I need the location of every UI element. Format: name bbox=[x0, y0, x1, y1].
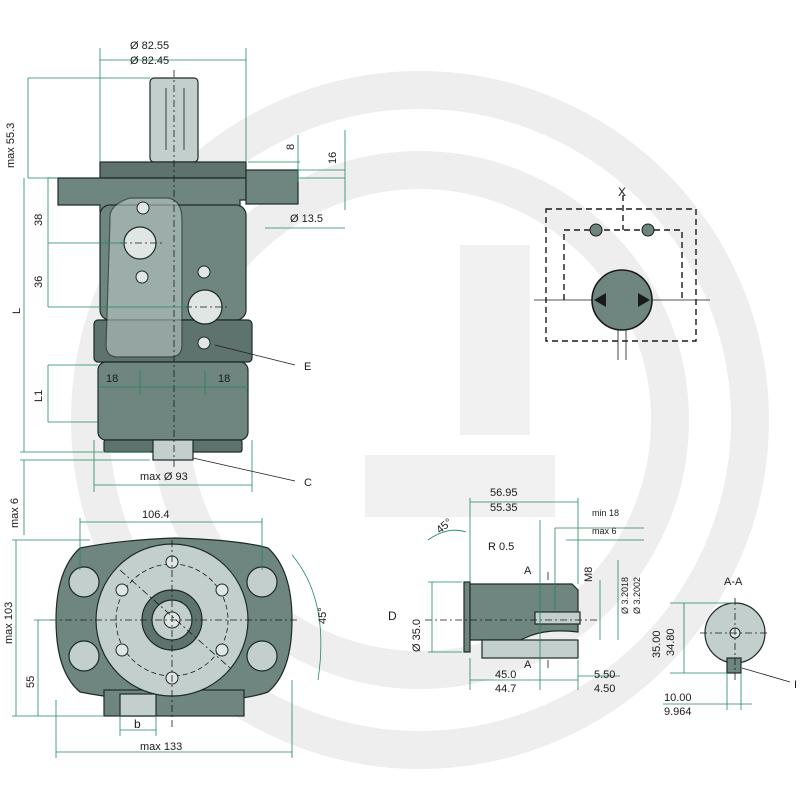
dim-55-label: 55 bbox=[25, 676, 37, 688]
dim-8-label: 8 bbox=[285, 144, 297, 150]
dim-18-right-label: 18 bbox=[218, 373, 230, 385]
bottom-view: 106.4 max 103 55 45° b max 133 bbox=[3, 509, 329, 758]
label-D: D bbox=[388, 609, 397, 623]
flange-hole-label: Ø 13.5 bbox=[290, 213, 323, 225]
shaft-angle-label: 45° bbox=[434, 516, 454, 536]
check-valve-left-icon bbox=[589, 223, 603, 237]
label-b: b bbox=[134, 717, 141, 731]
dim-16-label: 16 bbox=[327, 152, 339, 164]
section-A-top-label: A bbox=[524, 565, 532, 577]
label-I: I bbox=[794, 679, 797, 691]
section-title: A-A bbox=[724, 576, 743, 588]
hydraulic-symbol: X bbox=[534, 185, 710, 360]
shaft-detail-view: 56.95 55.35 45° R 0.5 D Ø 35.0 A A M8 mi… bbox=[388, 487, 644, 695]
len-5-50-label: 5.50 bbox=[594, 669, 615, 681]
width-106-label: 106.4 bbox=[142, 509, 170, 521]
max-103-label: max 103 bbox=[3, 602, 15, 644]
min-18-label: min 18 bbox=[592, 508, 619, 518]
len-4-50-label: 4.50 bbox=[594, 683, 615, 695]
shaft-len-upper-label: 56.95 bbox=[490, 487, 518, 499]
max-6-shaft-label: max 6 bbox=[592, 526, 617, 536]
port-X-label: X bbox=[618, 185, 626, 199]
dim-L1-label: L1 bbox=[33, 390, 45, 402]
section-35-00-label: 35.00 bbox=[651, 630, 663, 658]
max-6-label: max 6 bbox=[9, 498, 21, 528]
dia-lower-label: Ø 82.45 bbox=[130, 55, 169, 67]
watermark-logo bbox=[71, 71, 769, 769]
thread-M8-label: M8 bbox=[583, 567, 595, 582]
label-C: C bbox=[304, 477, 312, 489]
key-10-00-label: 10.00 bbox=[664, 692, 692, 704]
max-shaft-label: max 55.3 bbox=[5, 123, 17, 168]
key-9-964-label: 9.964 bbox=[664, 706, 692, 718]
front-view: Ø 82.55 Ø 82.45 max 55.3 8 16 Ø 13.5 38 … bbox=[5, 40, 346, 535]
dim-L-label: L bbox=[11, 308, 23, 314]
hydraulic-motor-icon bbox=[591, 269, 653, 331]
section-34-80-label: 34.80 bbox=[665, 628, 677, 656]
shaft-len-lower-label: 55.35 bbox=[490, 502, 518, 514]
check-valve-right-icon bbox=[641, 223, 655, 237]
dim-36-label: 36 bbox=[33, 276, 45, 288]
len-45-0-label: 45.0 bbox=[495, 669, 516, 681]
dia-upper-label: Ø 82.55 bbox=[130, 40, 169, 52]
section-A-bottom-label: A bbox=[524, 659, 532, 671]
max-dia-93-label: max Ø 93 bbox=[140, 471, 188, 483]
section-a-a-view: A-A 35.00 34.80 10.00 9.964 I bbox=[651, 576, 797, 718]
key-dia-lower-label: Ø 3.2002 bbox=[632, 577, 642, 614]
shaft-dia-label: Ø 35.0 bbox=[411, 619, 423, 652]
angle-45-label: 45° bbox=[317, 607, 329, 624]
label-E: E bbox=[304, 361, 311, 373]
key-dia-upper-label: Ø 3.2018 bbox=[620, 577, 630, 614]
shaft-radius-label: R 0.5 bbox=[488, 541, 514, 553]
len-44-7-label: 44.7 bbox=[495, 683, 516, 695]
max-133-label: max 133 bbox=[140, 741, 182, 753]
dim-38-label: 38 bbox=[33, 214, 45, 226]
dim-18-left-label: 18 bbox=[106, 373, 118, 385]
